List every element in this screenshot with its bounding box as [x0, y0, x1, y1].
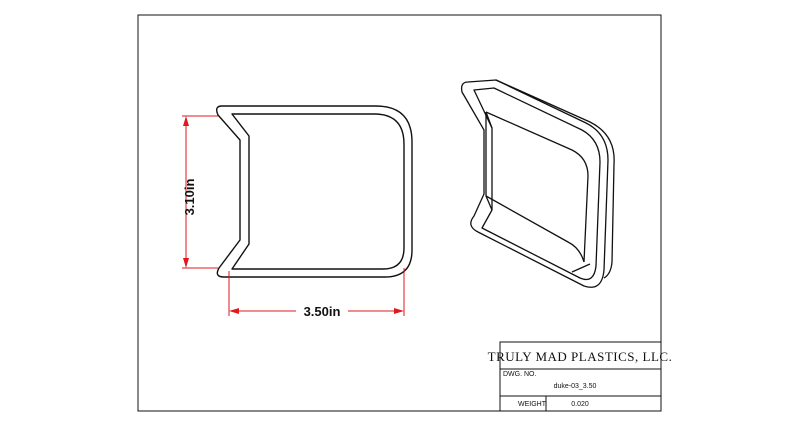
width-dimension-label: 3.50in: [304, 304, 341, 319]
top-view: [215, 105, 413, 278]
title-block: [499, 341, 662, 412]
dwg-no-value: duke-03_3.50: [554, 383, 597, 390]
iso-outer-rim: [460, 79, 609, 288]
dwg-no-label: DWG. NO.: [503, 371, 536, 378]
height-dimension-label: 3.10in: [182, 179, 197, 216]
height-arrow-bottom: [183, 258, 189, 268]
height-dimension: [182, 115, 218, 269]
isometric-view: [460, 79, 615, 288]
sheet-border: [137, 14, 662, 412]
weight-label: WEIGHT:: [518, 401, 547, 408]
iso-cavity-back: [485, 111, 589, 263]
iso-inner-rim: [473, 87, 601, 281]
height-arrow-top: [183, 116, 189, 126]
iso-cavity-left-wall: [485, 111, 493, 211]
width-label-backdrop: [296, 302, 348, 318]
iso-cavity-corner: [571, 263, 591, 273]
title-block-frame: [499, 341, 662, 412]
weight-value: 0.020: [571, 401, 589, 408]
top-view-outer-outline: [215, 105, 413, 278]
iso-outer-base: [495, 79, 615, 279]
iso-cavity-floor: [485, 195, 585, 263]
company-name: TRULY MAD PLASTICS, LLC.: [488, 349, 673, 364]
width-arrow-right: [394, 308, 404, 314]
top-view-inner-outline: [231, 113, 405, 270]
width-arrow-left: [229, 308, 239, 314]
